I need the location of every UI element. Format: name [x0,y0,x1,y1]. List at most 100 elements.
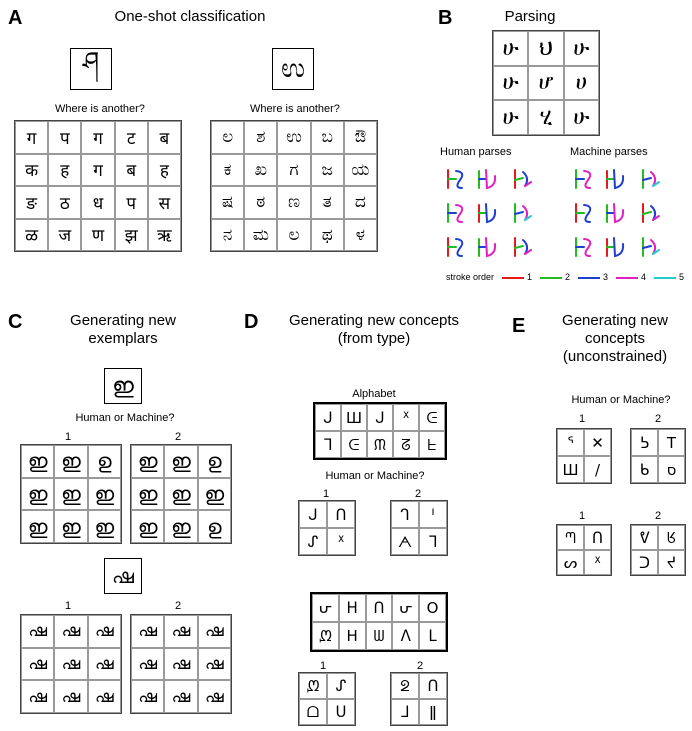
panel-e-title-2: concepts [584,330,646,347]
glyph-cell: ᕼ [338,594,366,622]
glyph-cell: Ш [557,456,584,483]
parse-stroke [652,181,660,187]
panel-a-target-left: ཤ [70,47,112,90]
glyph-cell: ᘻ [312,622,339,650]
glyph-cell: ब [147,121,181,154]
stroke-legend-line [654,277,676,279]
panel-c-label-1: 1 [64,431,72,443]
stroke-legend-number: 4 [641,272,647,282]
glyph-cell: ᒣ [419,528,447,555]
parse-stroke [583,238,592,257]
glyph-cell: ಯ [343,153,377,186]
glyph-cell: ಕ [211,153,245,186]
panel-c-title-1: Generating new [70,312,176,329]
glyph-cell: ಬ [310,121,344,154]
glyph-cell: ഷ [54,680,88,713]
panel-c-target-bottom: ഷ [104,558,142,594]
glyph-cell: ᙏ [367,431,393,458]
glyph-cell: ᘖ [391,673,419,699]
panel-a-question-left: Where is another? [55,103,145,115]
panel-a-target-right: ಉ [272,48,314,90]
glyph-cell: ळ [15,218,49,251]
glyph-cell: ᕽ [393,404,419,431]
glyph-cell: ǁ [419,699,447,725]
glyph-cell: H [338,622,366,650]
machine-parse-drawing [606,237,625,258]
glyph-cell: ሁ [493,100,529,135]
glyph-cell: ಷ [211,186,245,219]
glyph-cell: ሂ [528,100,564,135]
glyph-cell: ഷ [131,647,165,681]
glyph-cell: ഇ [54,445,88,478]
glyph-cell: ᕐ [557,429,584,456]
panel-d-title-1: Generating new concepts [288,312,460,329]
stroke-legend-line [502,277,524,279]
glyph-cell: ᗅ [391,528,419,555]
glyph-cell: ഇ [21,445,55,478]
panel-c-label-3: 1 [64,600,72,612]
parse-stroke [652,249,660,255]
glyph-cell: ህ [528,31,564,66]
glyph-cell: ಉ [277,121,311,154]
glyph-cell: झ [114,218,148,251]
glyph-cell: ᕁ [584,550,611,575]
glyph-cell: ಠ [244,186,278,219]
panel-c-title-2: exemplars [88,330,158,347]
glyph-cell: ഷ [21,680,55,713]
parse-stroke [613,169,625,190]
glyph-cell: ᔑ [299,528,327,555]
glyph-cell: ഷ [21,647,55,681]
parse-stroke [455,238,464,257]
machine-parse-drawing [575,203,592,223]
machine-parse-drawing [606,169,625,190]
human-parse-drawing [447,169,464,189]
glyph-cell: ഇ [164,510,198,543]
human-parse-drawing [447,237,464,257]
panel-b-machine-label: Machine parses [570,146,648,158]
stroke-legend-number: 5 [679,272,685,282]
glyph-cell: ഷ [197,680,231,713]
glyph-cell: ᔪ [658,550,685,575]
glyph-cell: ס [658,456,685,483]
glyph-cell: ᔑ [327,673,355,699]
panel-b-letter: B [438,7,453,29]
stroke-legend-number: 3 [603,272,609,282]
machine-parse-drawing [642,237,660,257]
human-parse-drawing [478,237,497,258]
glyph-cell: ह [147,153,181,186]
human-parse-drawing [478,169,497,190]
glyph-cell: ग [81,121,115,154]
glyph-cell: ದ [343,186,377,219]
glyph-cell: ഉ [197,510,231,543]
glyph-cell: ഉ [87,445,121,478]
panel-d-label-4: 2 [416,660,424,672]
panel-d-letter: D [244,311,259,333]
panel-e-question: Human or Machine? [571,394,671,406]
human-parse-drawing [447,203,464,223]
parse-stroke [455,204,464,223]
glyph-cell: / [584,456,611,483]
panel-d-alphabet-label: Alphabet [352,388,396,400]
parse-stroke [524,215,532,221]
glyph-cell: ሁ [563,31,599,66]
parse-stroke [583,170,592,189]
glyph-cell: प [48,121,82,154]
glyph-cell: ሁ [563,100,599,135]
panel-d-label-3: 1 [319,660,327,672]
panel-e-label-1: 1 [578,413,586,425]
glyph-cell: ഷ [54,647,88,681]
glyph-cell: ഇ [164,477,198,511]
glyph-cell: ሁ [493,31,529,66]
glyph-cell: ᕂ [392,594,420,622]
glyph-cell: ಲ [277,218,311,251]
parse-stroke [583,204,592,223]
panel-b-title: Parsing [504,8,556,25]
panel-a-title: One-shot classification [114,8,266,25]
panel-a-letter: A [8,7,23,29]
